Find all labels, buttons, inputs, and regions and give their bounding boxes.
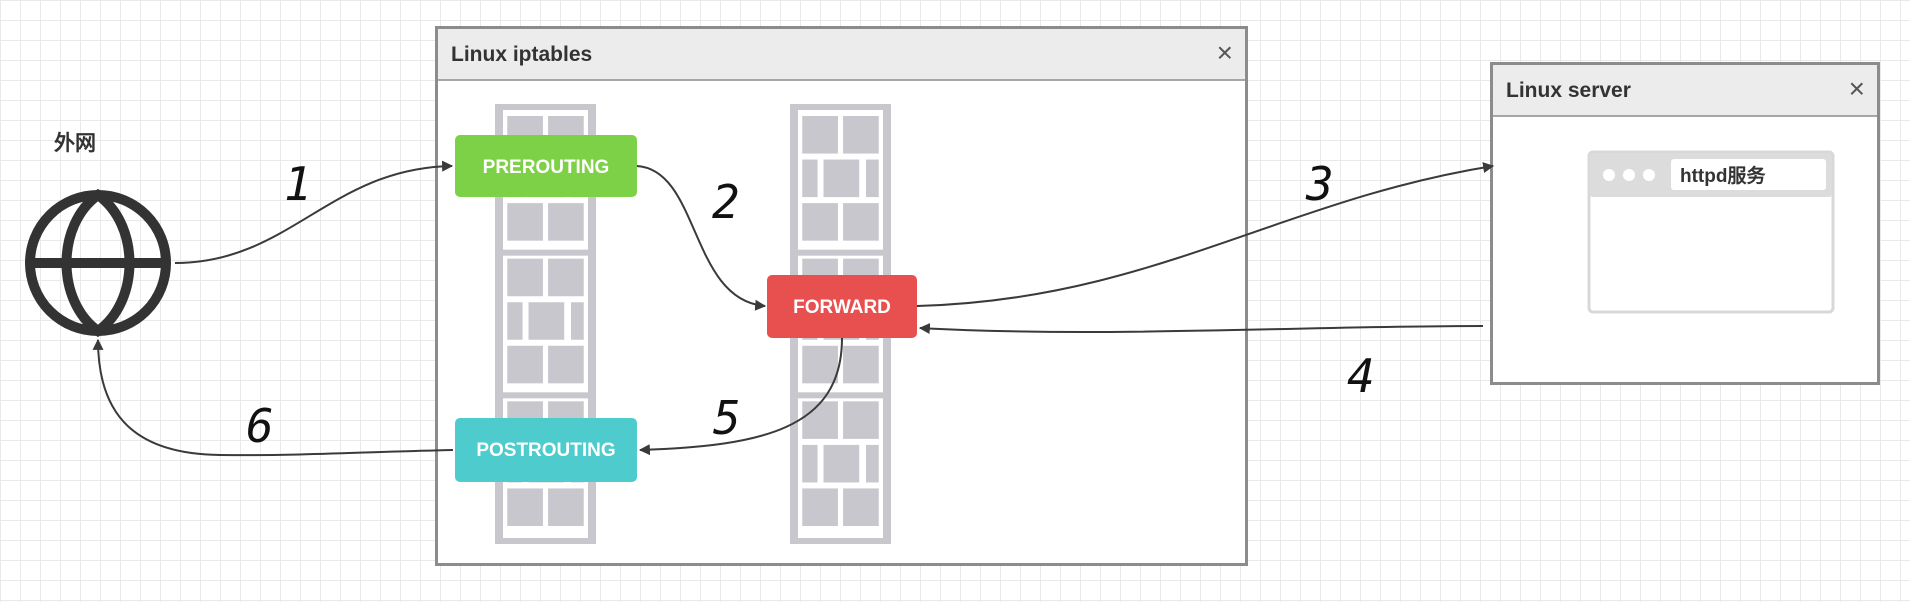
- iptables-panel-header: Linux iptables ×: [438, 29, 1245, 81]
- forward-node[interactable]: FORWARD: [767, 275, 917, 338]
- httpd-service-label: httpd服务: [1680, 164, 1766, 187]
- iptables-close-icon[interactable]: ×: [1216, 37, 1233, 68]
- external-network-label: 外网: [54, 131, 96, 155]
- edge-postrouting-to-internet: [92, 338, 454, 457]
- server-close-icon[interactable]: ×: [1848, 73, 1865, 104]
- server-panel-title: Linux server: [1506, 79, 1631, 102]
- window-dot-2: [1623, 169, 1635, 181]
- address-bar[interactable]: [1671, 159, 1826, 190]
- forward-label: FORWARD: [793, 297, 891, 318]
- step-label-1: 1: [284, 157, 312, 211]
- prerouting-label: PREROUTING: [483, 157, 610, 178]
- window-dot-1: [1603, 169, 1615, 181]
- step-label-6: 6: [246, 399, 274, 453]
- edge-internet-to-prerouting: [174, 160, 454, 264]
- prerouting-node[interactable]: PREROUTING: [455, 135, 637, 197]
- iptables-panel-title: Linux iptables: [451, 43, 593, 66]
- postrouting-node[interactable]: POSTROUTING: [455, 418, 637, 482]
- step-label-3: 3: [1305, 157, 1334, 211]
- globe-icon[interactable]: [25, 188, 171, 338]
- window-dot-3: [1643, 169, 1655, 181]
- step-label-4: 4: [1347, 349, 1375, 403]
- postrouting-label: POSTROUTING: [476, 440, 615, 461]
- browser-window-icon[interactable]: httpd服务: [1587, 150, 1835, 314]
- server-panel-header: Linux server ×: [1493, 65, 1877, 117]
